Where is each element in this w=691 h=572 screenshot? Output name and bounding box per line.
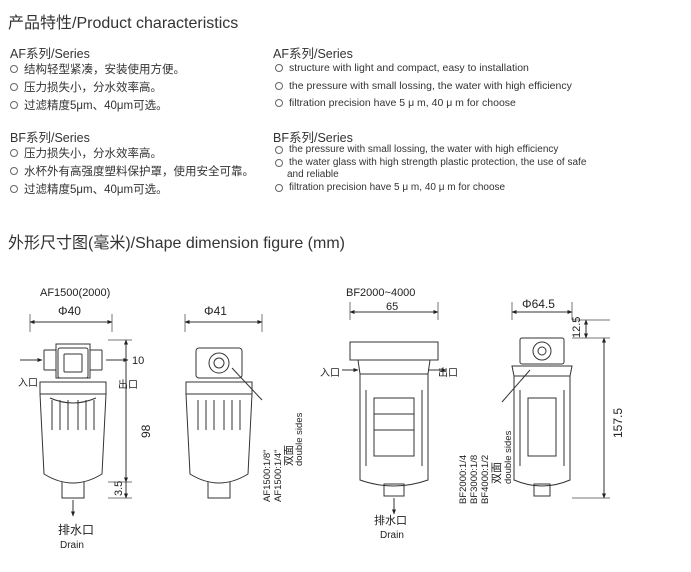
af-dim-height: 98	[139, 424, 153, 438]
af-port-size: AF1500:1/8"	[262, 450, 273, 503]
bullet-icon	[10, 167, 18, 175]
bullet-icon	[275, 183, 283, 192]
bf-front-width: 65	[386, 301, 398, 313]
bf-cn-title: BF系列/Series	[10, 131, 90, 145]
bullet-icon	[10, 65, 18, 73]
bf-cn-item: 压力损失小，分水效率高。	[10, 145, 162, 161]
af-model-label: AF1500(2000)	[40, 287, 110, 299]
bf-drain-cn: 排水口	[374, 513, 407, 527]
bf-cn-item: 过滤精度5μm、40μm可选。	[10, 181, 168, 197]
af-dim-top: 10	[132, 355, 144, 367]
bf-port-size: BF4000:1/2	[480, 455, 491, 504]
af-en-title: AF系列/Series	[273, 47, 353, 61]
af-front-diameter: Φ40	[58, 304, 81, 318]
bullet-icon	[275, 145, 283, 154]
af-drain-en: Drain	[60, 540, 84, 551]
bullet-icon	[10, 149, 18, 157]
dimension-drawings: AF1500(2000) Φ40 Φ41 10 入口 出口 98 3.5 排水口…	[18, 287, 625, 551]
af-cn-item: 结构轻型紧凑，安装使用方便。	[10, 61, 185, 77]
af-outlet-label: 出口	[118, 378, 138, 391]
af-en-item: filtration precision have 5 μ m, 40 μ m …	[275, 97, 516, 109]
bf-port-size: BF3000:1/8	[469, 455, 480, 504]
af-inlet-label: 入口	[18, 378, 38, 389]
af-side-diameter: Φ41	[204, 304, 227, 318]
bullet-icon	[10, 101, 18, 109]
bf-side-diameter: Φ64.5	[522, 297, 555, 311]
af-cn-item: 压力损失小，分水效率高。	[10, 79, 162, 95]
af-dim-bottom: 3.5	[113, 481, 125, 496]
bf-cn-item: 水杯外有高强度塑料保护罩，使用安全可靠。	[10, 163, 254, 179]
bf-en-item: filtration precision have 5 μ m, 40 μ m …	[275, 182, 505, 193]
bf-sides-en: double sides	[503, 430, 514, 484]
af-sides-en: double sides	[294, 412, 305, 466]
bf-side-view	[501, 302, 610, 499]
bf-model-label: BF2000~4000	[346, 287, 415, 299]
af-sides-cn: 双面	[283, 445, 295, 466]
bf-en-item: the pressure with small lossing, the wat…	[275, 144, 558, 155]
af-drain-cn: 排水口	[58, 523, 94, 537]
af-en-item: the pressure with small lossing, the wat…	[275, 80, 572, 92]
bf-port-size: BF2000:1/4	[458, 455, 469, 504]
bf-dim-top: 12.5	[571, 317, 583, 338]
bullet-icon	[275, 158, 283, 167]
bf-front-view	[342, 302, 447, 515]
characteristics-heading: 产品特性/Product characteristics	[8, 15, 239, 32]
af-en-item: structure with light and compact, easy t…	[275, 62, 529, 74]
bf-en-title: BF系列/Series	[273, 131, 353, 145]
af-cn-item: 过滤精度5μm、40μm可选。	[10, 97, 168, 113]
dimension-heading: 外形尺寸图(毫米)/Shape dimension figure (mm)	[8, 235, 345, 252]
bf-en-item-cont: and reliable	[287, 169, 339, 180]
bullet-icon	[275, 64, 283, 72]
bf-drain-en: Drain	[380, 530, 404, 541]
bullet-icon	[10, 83, 18, 91]
bullet-icon	[275, 82, 283, 90]
bullet-icon	[275, 99, 283, 107]
bf-inlet-label: 入口	[320, 368, 340, 379]
af-port-size: AF1500:1/4"	[273, 450, 284, 503]
af-cn-title: AF系列/Series	[10, 47, 90, 61]
bf-sides-cn: 双面	[490, 462, 503, 484]
af-front-view	[20, 314, 132, 517]
bf-en-item: the water glass with high strength plast…	[275, 157, 586, 168]
bf-dim-height: 157.5	[611, 408, 625, 438]
bf-outlet-label: 出口	[438, 366, 458, 379]
bullet-icon	[10, 185, 18, 193]
af-side-view	[184, 314, 263, 499]
